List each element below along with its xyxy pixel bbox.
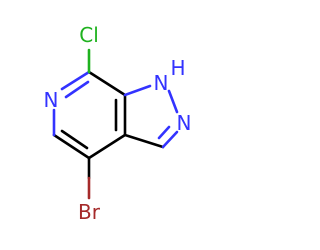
bond-c4-c5-inner [60,129,89,150]
atom-bromine-label: Br [78,200,101,224]
bond-c3a-c4 [87,133,127,160]
bond-c4-c5 [52,133,91,160]
bond-n2-c3-inner [157,125,171,140]
bond-n2-c3 [161,130,179,149]
bond-n6-c7-inner [64,80,90,99]
atom-nitrogen-pyrazole-label: N [177,111,192,135]
bond-c3a-c3 [123,133,165,149]
bond-n6-c7 [60,70,91,91]
atom-chlorine-label: Cl [79,23,99,47]
bond-c7a-n1 [123,84,152,97]
nitrogen-bonds [52,70,179,149]
molecule-structure: Cl N N H N Br [44,23,192,224]
atom-nitrogen-pyridine-label: N [44,88,59,112]
bond-n1-n2 [167,89,179,114]
carbon-carbon-bonds [52,70,165,180]
atom-nitrogen-nh-label: N [154,71,169,95]
bond-c7-c7a [87,70,127,97]
atom-hydrogen-label: H [170,56,185,80]
